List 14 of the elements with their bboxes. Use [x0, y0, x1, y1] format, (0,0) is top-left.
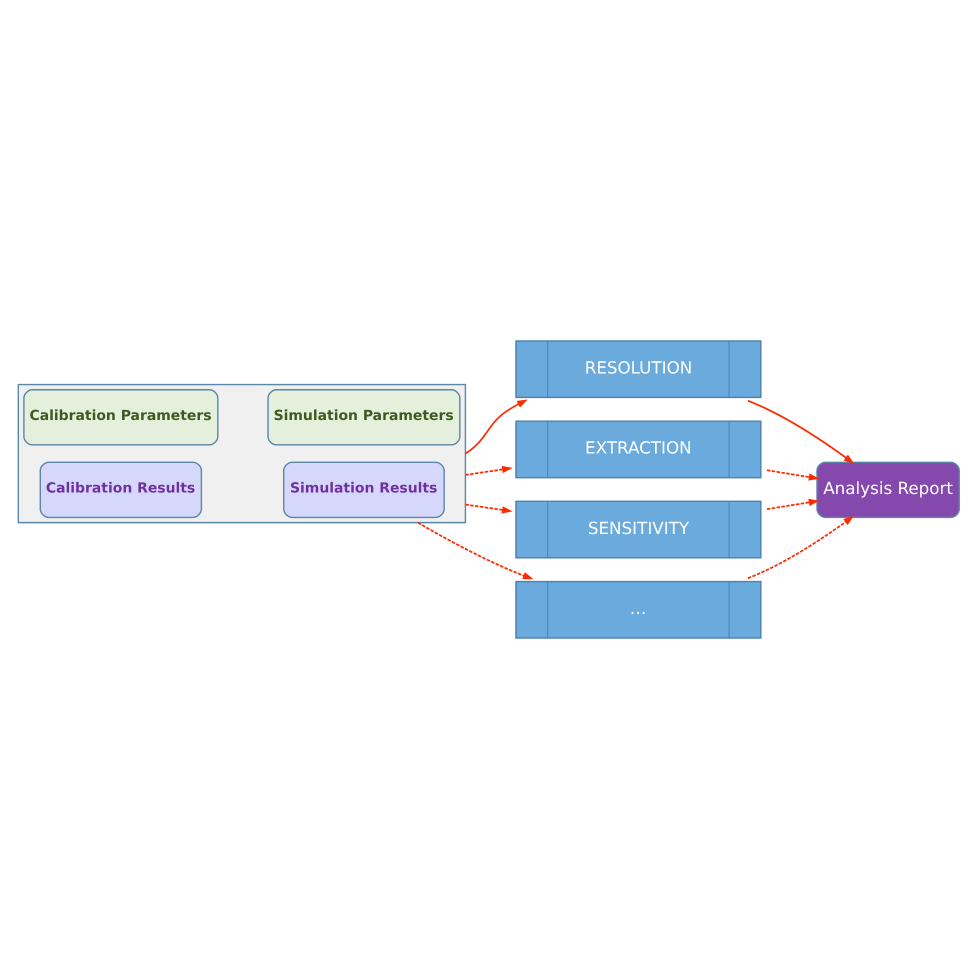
node-box: Analysis Report [816, 462, 960, 518]
arrow [464, 466, 512, 476]
arrow [747, 516, 854, 580]
node-box: Calibration Results [39, 462, 202, 518]
node-box: Simulation Parameters [266, 389, 460, 446]
arrow [747, 400, 854, 464]
cluster [17, 384, 466, 524]
arrow [766, 469, 819, 481]
arrow [416, 522, 533, 580]
node-box: Simulation Results [282, 462, 444, 518]
arrow [464, 504, 512, 514]
arrow [766, 498, 819, 510]
node-box: Calibration Parameters [22, 389, 218, 446]
arrow [464, 400, 528, 454]
